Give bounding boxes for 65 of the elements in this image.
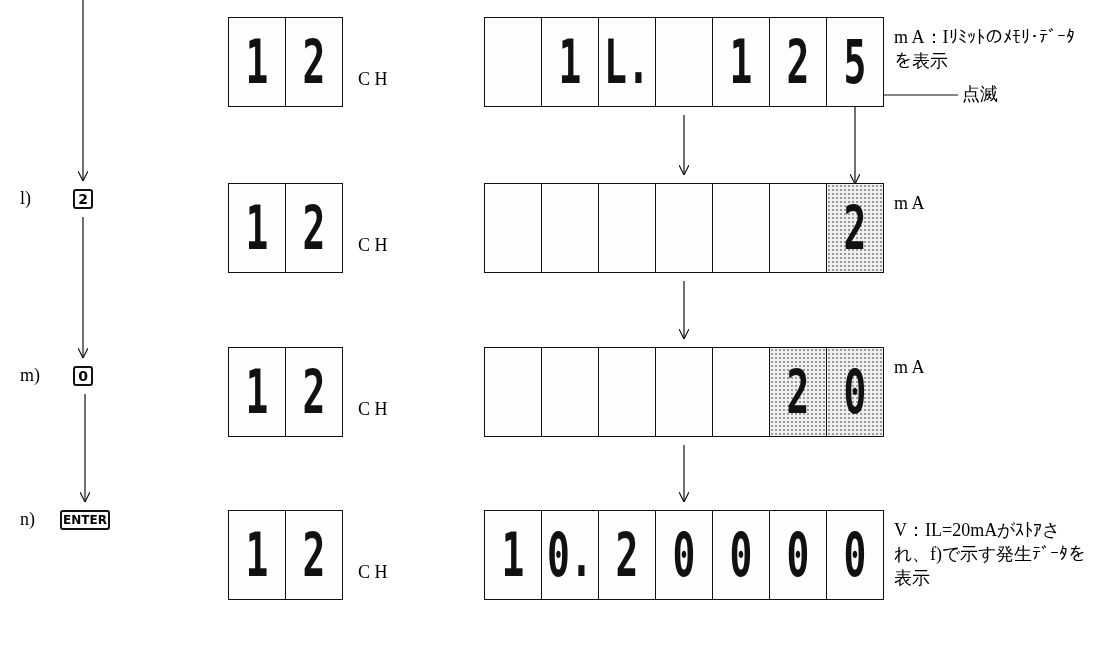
digit-cell: [656, 18, 712, 106]
lcd-display: [228, 17, 343, 107]
digit-cell: 1: [713, 18, 769, 106]
digit-cell: [770, 184, 826, 272]
digit-cell: [713, 184, 769, 272]
lcd-display: [484, 183, 884, 273]
lcd-display: [484, 347, 884, 437]
digit-cell: 2: [286, 184, 342, 272]
digit-cell: [542, 348, 598, 436]
digit-cell: 1: [229, 184, 285, 272]
digit-cell: L.: [599, 18, 655, 106]
digit-cell: 0: [827, 511, 883, 599]
digit-cell: 2: [286, 511, 342, 599]
digit-cell: 1: [485, 511, 541, 599]
digit-cell: [485, 348, 541, 436]
unit-label: C H: [358, 68, 389, 91]
blinking-digit-cell: 0: [827, 348, 883, 436]
digit-cell: 0: [713, 511, 769, 599]
lcd-display: [228, 347, 343, 437]
digit-cell: 2: [286, 348, 342, 436]
digit-cell: 0.: [542, 511, 598, 599]
unit-label: m): [20, 364, 41, 387]
digit-cell: 2: [599, 511, 655, 599]
digit-cell: 0: [770, 511, 826, 599]
unit-label: C H: [358, 398, 389, 421]
digit-cell: 1: [542, 18, 598, 106]
blinking-digit-cell: 2: [770, 348, 826, 436]
arrow: [77, 216, 89, 359]
unit-label: m A：Iﾘﾐｯﾄのﾒﾓﾘ･ﾃﾞｰﾀを表示: [894, 26, 1076, 73]
lcd-display: [484, 510, 884, 600]
callout-text: 点滅: [962, 83, 1012, 107]
key-button: ENTER: [60, 510, 110, 530]
digit-cell: 1: [229, 348, 285, 436]
arrow: [678, 114, 690, 176]
digit-cell: [656, 184, 712, 272]
blinking-digit-cell: 2: [827, 184, 883, 272]
digit-cell: [485, 18, 541, 106]
digit-cell: [713, 348, 769, 436]
lcd-display: [484, 17, 884, 107]
digit-cell: 0: [656, 511, 712, 599]
digit-cell: 5: [827, 18, 883, 106]
unit-label: n): [20, 508, 36, 531]
digit-cell: 1: [229, 18, 285, 106]
lcd-display: [228, 183, 343, 273]
unit-label: m A: [894, 356, 926, 379]
lcd-display: [228, 510, 343, 600]
key-button: 2: [73, 189, 93, 209]
unit-label: l): [20, 187, 32, 210]
unit-label: V：IL=20mAがｽﾄｱされ、f)で示す発生ﾃﾞｰﾀを表示: [894, 519, 1087, 590]
digit-cell: [542, 184, 598, 272]
digit-cell: 2: [286, 18, 342, 106]
unit-label: C H: [358, 234, 389, 257]
unit-label: m A: [894, 192, 926, 215]
arrow: [79, 393, 91, 503]
digit-cell: [485, 184, 541, 272]
digit-cell: [656, 348, 712, 436]
digit-cell: 2: [770, 18, 826, 106]
unit-label: C H: [358, 561, 389, 584]
digit-cell: 1: [229, 511, 285, 599]
arrow: [77, 0, 89, 182]
arrow: [678, 444, 690, 503]
arrow: [678, 280, 690, 340]
digit-cell: [599, 184, 655, 272]
digit-cell: [599, 348, 655, 436]
key-button: 0: [73, 366, 93, 386]
